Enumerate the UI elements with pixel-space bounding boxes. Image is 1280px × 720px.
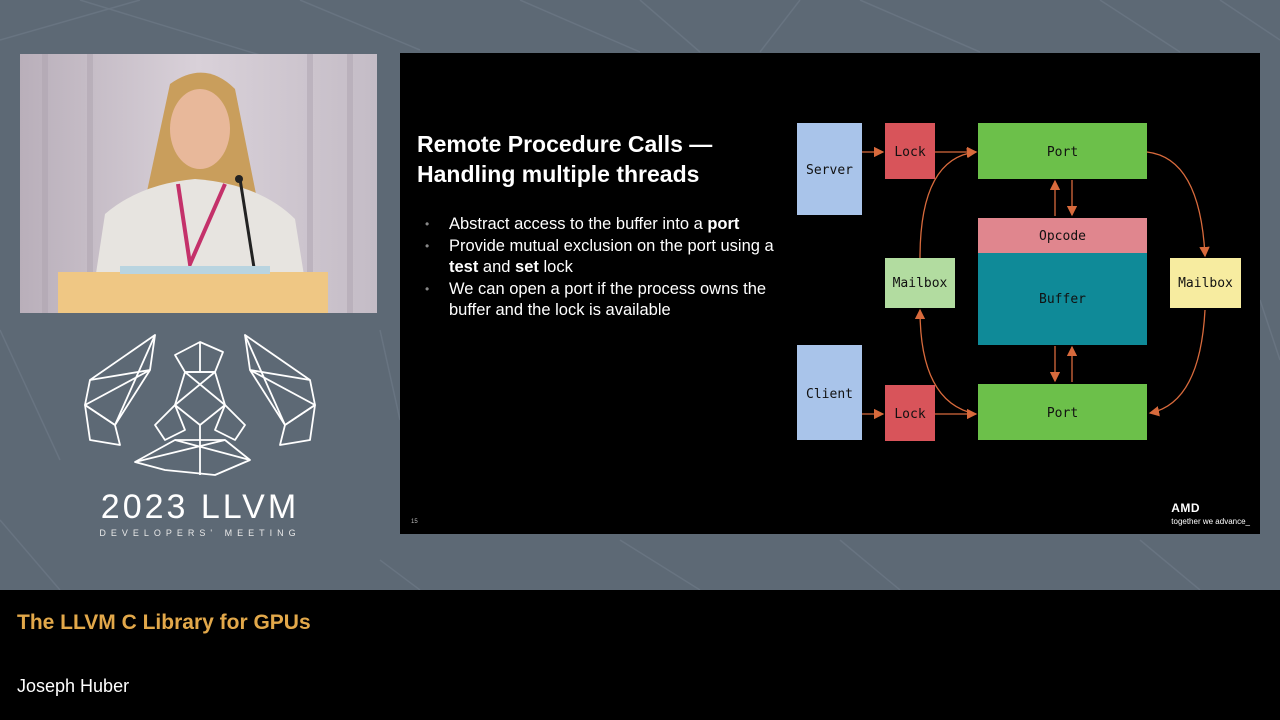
buffer-box [978,253,1147,345]
port-top-box [978,123,1147,179]
mailbox-left-label: Mailbox [893,276,948,291]
amd-branding: AMD together we advance_ [1171,501,1250,526]
server-box [797,123,862,215]
bullet-item: We can open a port if the process owns t… [425,279,785,322]
conference-year-title: 2023 LLVM [100,488,300,526]
lock-bottom-label: Lock [894,407,925,422]
bullet-item: Provide mutual exclusion on the port usi… [425,236,785,279]
port-bottom-box [978,384,1147,440]
rpc-diagram: Server Lock Port Opcode Buffer Mailbox M… [797,123,1241,441]
amd-tagline: together we advance_ [1171,517,1250,526]
port-to-mailbox-left-arrow [914,308,977,415]
speaker-figure [20,54,377,313]
lock-top-box [885,123,935,179]
client-label: Client [806,387,853,402]
presentation-slide: Remote Procedure Calls — Handling multip… [400,53,1260,534]
bullet-item: Abstract access to the buffer into a por… [425,214,785,236]
slide-title-line-2: Handling multiple threads [417,161,700,187]
opcode-label: Opcode [1039,229,1086,244]
speaker-video [20,54,377,313]
amd-logo: AMD [1171,501,1201,515]
port-top-label: Port [1047,145,1078,160]
speaker-name: Joseph Huber [17,676,130,696]
server-label: Server [806,163,853,178]
lock-top-label: Lock [894,145,925,160]
slide-bullet-list: Abstract access to the buffer into a por… [425,214,785,322]
mailbox-left-box [885,258,955,308]
port-bottom-label: Port [1047,406,1078,421]
mailbox-right-to-port-arrow [1148,309,1206,417]
mailbox-left-to-port-arrow [919,147,978,259]
conference-subtitle: DEVELOPERS' MEETING [99,528,301,538]
client-box [797,345,862,440]
opcode-box [978,218,1147,253]
port-to-mailbox-right-arrow [1146,151,1210,258]
slide-page-number: 15 [411,519,418,525]
lower-third-bar [0,590,1280,720]
slide-title-line-1: Remote Procedure Calls — [417,131,713,157]
mailbox-right-label: Mailbox [1178,276,1233,291]
llvm-dragon-logo [84,334,316,476]
lock-bottom-box [885,385,935,441]
diagram-arrows [862,146,1210,420]
talk-title: The LLVM C Library for GPUs [17,611,311,634]
slide-title: Remote Procedure Calls — Handling multip… [417,129,777,189]
buffer-label: Buffer [1039,292,1086,307]
mailbox-right-box [1170,258,1241,308]
